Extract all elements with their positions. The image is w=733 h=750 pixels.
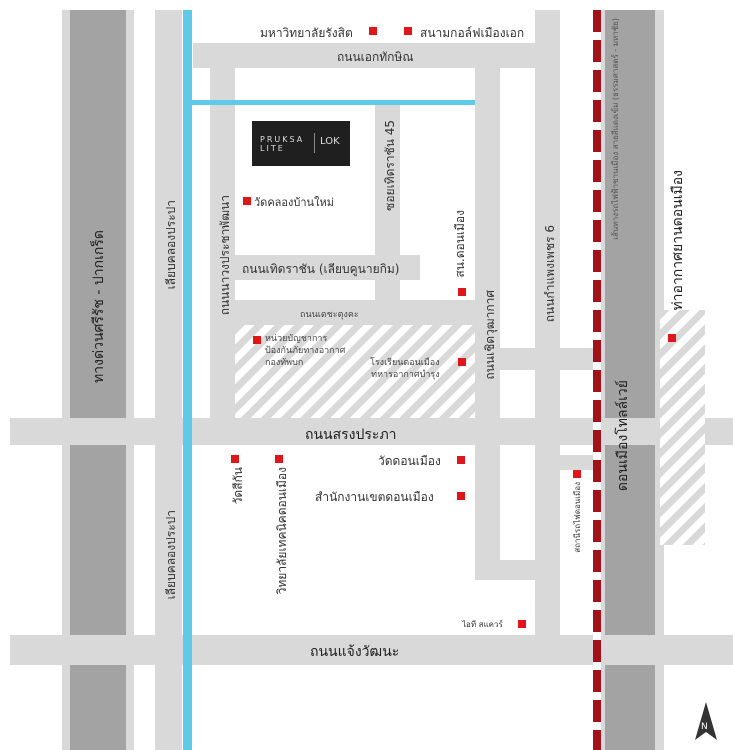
label-chaeng-watthana: ถนนแจ้งวัฒนะ [310, 644, 400, 660]
road-thoet-rachan [235, 255, 420, 280]
label-district-office: สำนักงานเขตดอนเมือง [315, 490, 434, 504]
place-pin [457, 456, 465, 464]
road-khlong-prapa [155, 10, 182, 750]
north-arrow-icon [695, 702, 717, 740]
label-golf: สนามกอล์ฟเมืองเอก [420, 26, 525, 40]
place-pin [275, 455, 283, 463]
label-tollway: ดอนเมืองโทลล์เวย์ [615, 380, 631, 492]
place-pin [458, 288, 466, 296]
road-connector [500, 348, 595, 370]
label-railway: เส้นทางรถไฟฟ้าชานเมือง สายสีแดงเข้ม (ธรร… [611, 18, 620, 240]
place-pin [243, 197, 251, 205]
label-left-highway: ทางด่วนศรีรัช - ปากเกร็ด [91, 230, 107, 383]
place-pin [573, 470, 581, 478]
canal-vertical [183, 10, 192, 750]
road-detchatungkha [235, 300, 475, 325]
label-wat-don-mueang: วัดดอนเมือง [378, 454, 441, 468]
place-pin [668, 334, 676, 342]
airport-area [660, 310, 705, 545]
label-station: สถานีรถไฟดอนเมือง [573, 482, 582, 553]
label-thoet-rachan: ถนนเทิดราชัน (เลียบคูนายกิม) [242, 262, 400, 276]
label-ekkathakshin: ถนนเอกทักษิณ [337, 50, 414, 64]
label-nawong: ถนนนาวงประชาพัฒนา [218, 195, 232, 316]
canal-horizontal [192, 100, 475, 105]
road-kamphaeng-phet-6 [535, 10, 560, 640]
label-rangsit-univ: มหาวิทยาลัยรังสิต [260, 26, 353, 40]
label-line: ทหารอากาศบำรุง [371, 370, 440, 380]
label-choet-wutthakat: ถนนเชิดวุฒากาศ [483, 290, 497, 380]
label-khlong-prapa: เลียบคลองประปา [164, 200, 178, 290]
project-logo: PRUKSA LITE LOK [252, 121, 350, 166]
place-pin [231, 455, 239, 463]
label-line: หน่วยบัญชาการ [265, 334, 328, 344]
label-wat-si-kan: วัดสีกัน [231, 467, 245, 505]
north-label: N [701, 722, 708, 732]
road-chaeng-watthana [10, 635, 733, 665]
label-tech-college: วิทยาลัยเทคนิคดอนเมือง [275, 467, 289, 595]
road-song-prapha [10, 418, 733, 445]
label-soi-45: ซอยเทิดราชัน 45 [383, 120, 397, 211]
logo-brand: PRUKSA LITE [260, 135, 305, 153]
road-nawong [210, 43, 235, 433]
label-line: กองทัพบก [265, 358, 304, 368]
military-area [235, 325, 475, 418]
label-police: สน.ดอนเมือง [453, 210, 467, 278]
road-connector [560, 455, 595, 470]
place-pin [404, 27, 412, 35]
road-choet-wutthakat [475, 43, 500, 580]
label-airport: ท่าอากาศยานดอนเมือง [670, 170, 686, 311]
label-wat-khlong-ban-mai: วัดคลองบ้านใหม่ [254, 196, 334, 209]
label-kamphaeng-phet-6: ถนนกำแพงเพชร 6 [543, 225, 557, 323]
label-khlong-prapa-lower: เลียบคลองประปา [164, 510, 178, 600]
place-pin [253, 336, 261, 344]
place-pin [518, 620, 526, 628]
place-pin [457, 492, 465, 500]
label-line: ป้องกันภัยทางอากาศ [265, 346, 346, 356]
tollway [605, 10, 655, 750]
label-it-square: ไอที สแควร์ [462, 620, 503, 629]
place-pin [369, 27, 377, 35]
road-connector [475, 560, 560, 580]
label-detchatungkha: ถนนเดชะตุงคะ [300, 310, 359, 320]
place-pin [458, 358, 466, 366]
label-air-defense: หน่วยบัญชาการ ป้องกันภัยทางอากาศ กองทัพบ… [265, 333, 345, 369]
label-line: โรงเรียนดอนเมือง [370, 358, 440, 368]
left-highway [70, 10, 126, 750]
label-school: โรงเรียนดอนเมือง ทหารอากาศบำรุง [370, 357, 440, 381]
label-song-prapha: ถนนสรงประภา [305, 427, 397, 443]
logo-sub: LOK [320, 136, 340, 147]
railway-line [593, 10, 601, 750]
